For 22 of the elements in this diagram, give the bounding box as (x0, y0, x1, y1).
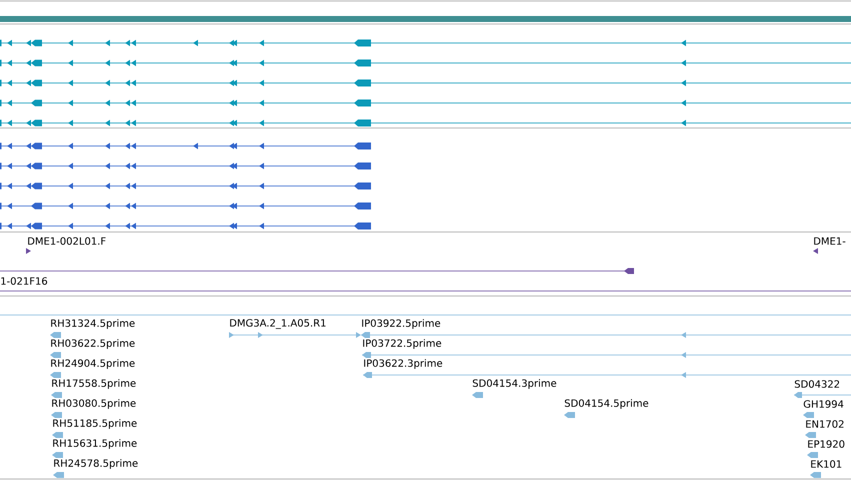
feature-label: IP03722.5prime (363, 339, 442, 349)
feature-label: IP03922.5prime (362, 319, 440, 329)
feature-label: RH03622.5prime (51, 339, 135, 349)
feature-label: RH24904.5prime (51, 359, 135, 369)
feature-label: DMG3A.2_1.A05.R1 (230, 319, 326, 329)
feature-label: DME1- (814, 237, 846, 245)
feature-label: RH31324.5prime (51, 319, 135, 329)
feature-label: RH24578.5prime (54, 459, 138, 469)
feature-label: EN1702 (806, 420, 844, 428)
feature-label: IP03622.3prime (364, 359, 442, 369)
feature-label: EK101 (811, 460, 842, 468)
feature-label: SD04154.5prime (564, 399, 648, 409)
feature-label: RH17558.5prime (52, 379, 136, 389)
feature-label: SD04322 (794, 380, 840, 388)
feature-label: RH51185.5prime (53, 419, 137, 429)
feature-label: DME1-002L01.F (28, 237, 106, 245)
feature-label: SD04154.3prime (472, 379, 556, 389)
feature-label: GH1994 (804, 400, 844, 408)
feature-label: RH03080.5prime (52, 399, 136, 409)
feature-label: 1-021F16 (1, 277, 48, 285)
feature-label: EP1920 (808, 440, 844, 448)
feature-label: RH15631.5prime (53, 439, 137, 449)
